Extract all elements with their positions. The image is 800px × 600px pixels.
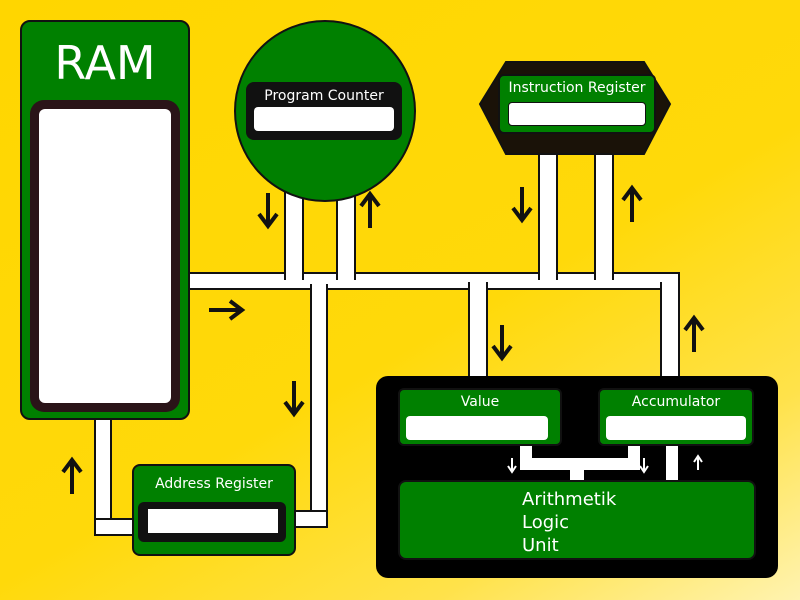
alu-text: Arithmetik Logic Unit [522,488,616,557]
program-counter-label: Program Counter [264,88,384,104]
ram-memory-cells [39,109,171,403]
value-field [406,416,548,440]
instruction-register-label: Instruction Register [508,80,646,96]
alu-line-3: Unit [522,535,559,556]
alu-output-connector [666,446,678,482]
arrow-up-icon [693,454,703,470]
alu-line-1: Arithmetik [522,489,617,510]
ir-bus-up [594,135,614,280]
accumulator-register: Accumulator [598,388,754,446]
ram-title: RAM [54,36,156,90]
program-counter: Program Counter [246,82,402,140]
arithmetic-logic-unit: Arithmetik Logic Unit [398,480,756,560]
address-register: Address Register [132,464,296,556]
arrow-right-icon [209,299,246,321]
alu-line-2: Logic [522,512,570,533]
program-counter-value [254,107,394,131]
alu-input-connector-join [520,458,640,470]
address-register-value [148,509,278,533]
arrow-up-icon [61,456,83,494]
ram-memory-frame [30,100,180,412]
alu-block: Value Accumulator Arithmetik Logic Unit [376,376,778,578]
arrow-down-icon [511,187,533,224]
arrow-up-icon [683,314,705,352]
arrow-up-icon [359,190,381,228]
address-register-label: Address Register [155,476,273,492]
arrow-down-icon [491,325,513,362]
arrow-down-icon [639,458,649,474]
instruction-register-value [508,102,646,126]
alu-input-connector-stem [570,468,584,482]
instruction-register: Instruction Register [498,74,656,134]
address-register-frame [138,502,286,542]
arrow-down-icon [283,381,305,418]
value-label: Value [460,394,500,410]
accumulator-label: Accumulator [631,394,721,410]
ram-block: RAM [20,20,190,420]
arrow-down-icon [507,458,517,474]
arrow-up-icon [621,184,643,222]
accumulator-field [606,416,746,440]
arrow-down-icon [257,193,279,230]
value-register: Value [398,388,562,446]
